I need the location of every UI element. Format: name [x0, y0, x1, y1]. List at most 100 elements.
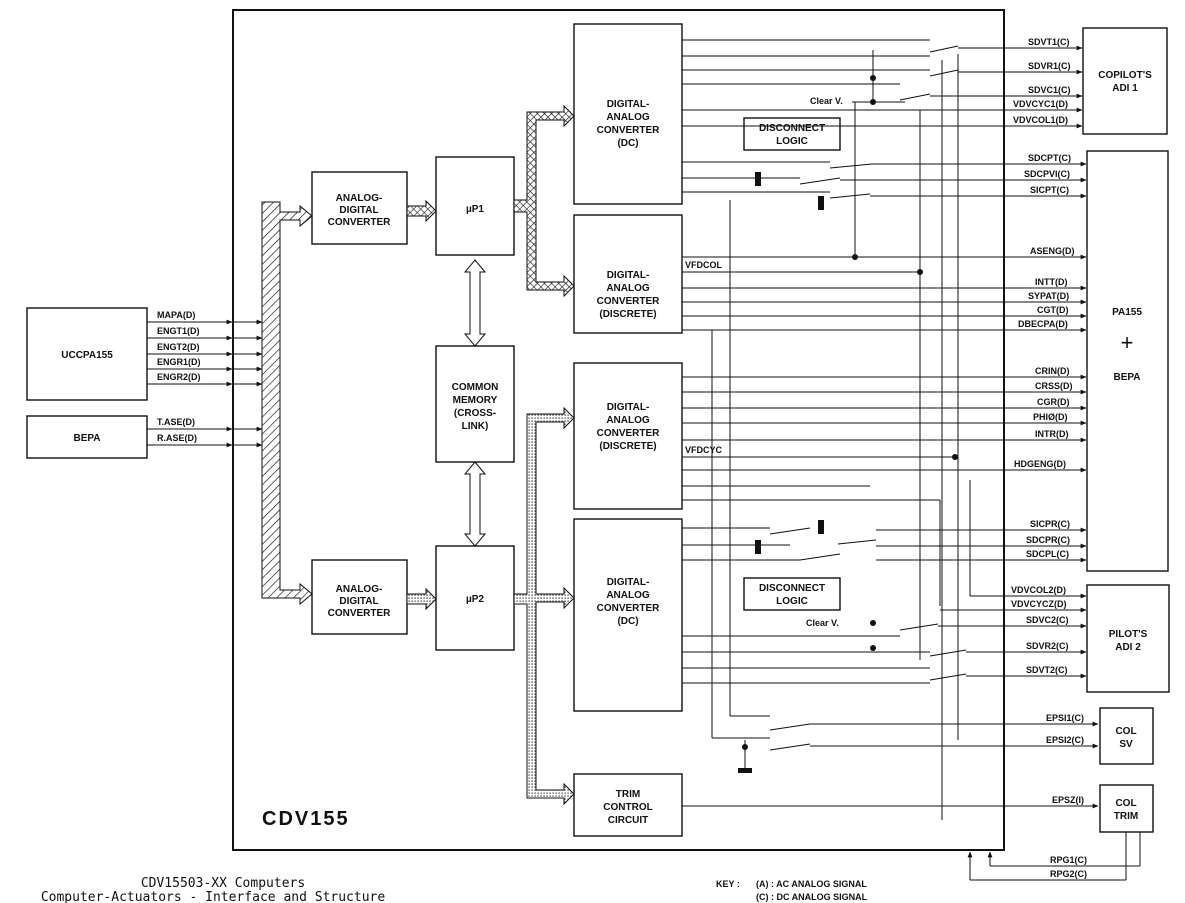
- disconnect-logic-bottom: [743, 577, 841, 611]
- copilot-adi-line2: ADI 1: [1112, 83, 1138, 94]
- cdv155-label: CDV155: [262, 808, 350, 830]
- col-trim-block: [1099, 784, 1154, 833]
- key-label: KEY :: [716, 879, 740, 889]
- pa155-bepa-label: BEPA: [1113, 372, 1140, 383]
- sig-engr2: ENGR2(D): [157, 372, 201, 382]
- dac-discrete-bottom-line3: CONVERTER: [597, 428, 661, 439]
- trim-control-line1: TRIM: [616, 789, 640, 800]
- sig-crss: CRSS(D): [1035, 381, 1073, 391]
- dac-discrete-bottom-block: [573, 362, 683, 510]
- disconnect-top-line2: LOGIC: [776, 136, 808, 147]
- common-memory-line4: LINK): [462, 421, 489, 432]
- link-memory-up2: [463, 461, 487, 547]
- output-wiring: [682, 39, 1141, 881]
- input-bus: [261, 201, 313, 606]
- dac-discrete-bottom-line1: DIGITAL-: [607, 402, 650, 413]
- adc-top-line3: CONVERTER: [328, 217, 392, 228]
- cdv155-frame: [232, 9, 1005, 851]
- sig-sdvt1: SDVT1(C): [1028, 37, 1070, 47]
- key-item-ac: (A) : AC ANALOG SIGNAL: [756, 879, 867, 889]
- sig-aseng: ASENG(D): [1030, 246, 1075, 256]
- sig-cgt: CGT(D): [1037, 305, 1069, 315]
- dac-dc-bottom-line2: ANALOG: [606, 590, 650, 601]
- sig-vfdcyc: VFDCYC: [685, 445, 723, 455]
- common-memory-line3: (CROSS-: [454, 408, 496, 419]
- sig-vdvcyc1: VDVCYC1(D): [1013, 99, 1068, 109]
- dac-discrete-top-line2: ANALOG: [606, 283, 650, 294]
- sig-intt: INTT(D): [1035, 277, 1068, 287]
- up1-label: µP1: [466, 204, 484, 215]
- sig-sdvr1: SDVR1(C): [1028, 61, 1071, 71]
- copilot-adi-line1: COPILOT'S: [1098, 70, 1152, 81]
- dac-dc-top-block: [573, 23, 683, 205]
- adc-bottom-line3: CONVERTER: [328, 608, 392, 619]
- dac-dc-top-line4: (DC): [617, 138, 638, 149]
- sig-sdcpt: SDCPT(C): [1028, 153, 1071, 163]
- key-item-dc: (C) : DC ANALOG SIGNAL: [756, 892, 868, 902]
- sig-epsi2: EPSI2(C): [1046, 735, 1084, 745]
- sig-engt1: ENGT1(D): [157, 326, 200, 336]
- disconnect-logic-top: [743, 117, 841, 151]
- pa155-label: PA155: [1112, 307, 1142, 318]
- up2-label: µP2: [466, 594, 484, 605]
- dac-dc-top-line3: CONVERTER: [597, 125, 661, 136]
- bus-up2-dacs: [513, 406, 575, 806]
- common-memory-line2: MEMORY: [453, 395, 498, 406]
- pilot-adi-block: [1086, 584, 1170, 693]
- col-sv-line1: COL: [1115, 726, 1136, 737]
- common-memory-line1: COMMON: [452, 382, 499, 393]
- common-memory-block: [435, 345, 515, 463]
- sig-phio: PHIØ(D): [1033, 412, 1068, 422]
- uccpa155-block: [26, 307, 148, 401]
- bepa-left-block: [26, 415, 148, 459]
- clear-v-top: Clear V.: [810, 96, 843, 106]
- sig-sdcpr: SDCPR(C): [1026, 535, 1070, 545]
- sig-vdvcol1: VDVCOL1(D): [1013, 115, 1068, 125]
- sig-rpg1: RPG1(C): [1050, 855, 1087, 865]
- disconnect-bottom-line2: LOGIC: [776, 596, 808, 607]
- sig-mapa: MAPA(D): [157, 310, 195, 320]
- dac-discrete-top-block: [573, 214, 683, 334]
- trim-control-line2: CONTROL: [603, 802, 652, 813]
- sig-rpg2: RPG2(C): [1050, 869, 1087, 879]
- col-trim-line2: TRIM: [1114, 811, 1138, 822]
- sig-hdgeng: HDGENG(D): [1014, 459, 1066, 469]
- sig-sdvc1: SDVC1(C): [1028, 85, 1071, 95]
- sig-intr: INTR(D): [1035, 429, 1069, 439]
- pa155-plus: +: [1121, 330, 1134, 355]
- dac-dc-bottom-line1: DIGITAL-: [607, 577, 650, 588]
- sig-vdvcycz: VDVCYCZ(D): [1011, 599, 1067, 609]
- sig-sypat: SYPAT(D): [1028, 291, 1069, 301]
- bepa-left-label: BEPA: [73, 433, 100, 444]
- sig-tase: T.ASE(D): [157, 417, 195, 427]
- caption-line1: CDV15503-XX Computers: [141, 876, 305, 891]
- bus-adc-up2: [406, 587, 437, 611]
- pilot-adi-line1: PILOT'S: [1109, 629, 1148, 640]
- clear-v-bottom: Clear V.: [806, 618, 839, 628]
- dac-dc-top-line1: DIGITAL-: [607, 99, 650, 110]
- sig-cgr: CGR(D): [1037, 397, 1070, 407]
- disconnect-top-line1: DISCONNECT: [759, 123, 825, 134]
- sig-vdvcol2: VDVCOL2(D): [1011, 585, 1066, 595]
- adc-top-line2: DIGITAL: [339, 205, 378, 216]
- dac-discrete-bottom-line2: ANALOG: [606, 415, 650, 426]
- dac-dc-bottom-line4: (DC): [617, 616, 638, 627]
- caption-line2: Computer-Actuators - Interface and Struc…: [41, 890, 386, 903]
- adc-top-line1: ANALOG-: [336, 193, 383, 204]
- sig-sicpt: SICPT(C): [1030, 185, 1069, 195]
- pilot-adi-line2: ADI 2: [1115, 642, 1141, 653]
- link-up1-memory: [463, 259, 487, 347]
- sig-engt2: ENGT2(D): [157, 342, 200, 352]
- trim-control-line3: CIRCUIT: [608, 815, 649, 826]
- adc-bottom-line2: DIGITAL: [339, 596, 378, 607]
- uccpa155-label: UCCPA155: [61, 350, 113, 361]
- dac-dc-top-line2: ANALOG: [606, 112, 650, 123]
- bus-adc-up1: [406, 199, 437, 223]
- col-sv-block: [1099, 707, 1154, 765]
- disconnect-bottom-line1: DISCONNECT: [759, 583, 825, 594]
- adc-bottom-block: [311, 559, 408, 635]
- sig-sdcpvi: SDCPVI(C): [1024, 169, 1070, 179]
- dac-discrete-top-line3: CONVERTER: [597, 296, 661, 307]
- sig-epsz: EPSZ(I): [1052, 795, 1084, 805]
